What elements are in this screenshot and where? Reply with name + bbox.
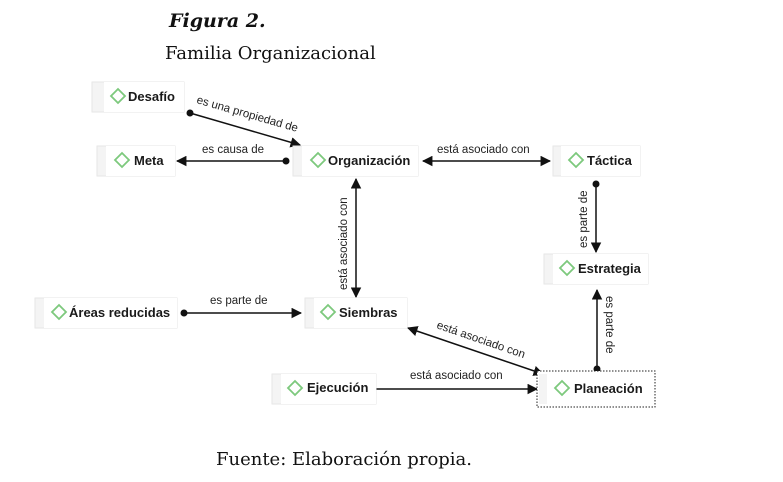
edge-label: es parte de (603, 296, 615, 354)
figure-number: Figura 2. (169, 10, 266, 32)
diamond-icon (50, 303, 68, 321)
edge-label: es una propiedad de (195, 94, 299, 134)
node-label: Siembras (339, 305, 398, 320)
edge-label: es parte de (578, 190, 590, 248)
edge-organizacion-meta: es causa de (175, 144, 290, 167)
diamond-icon (109, 87, 127, 105)
node-areas-reducidas[interactable]: Áreas reducidas (34, 297, 178, 329)
edge-organizacion-tactica: está asociado con (421, 144, 552, 167)
edge-desafio-organizacion: es una propiedad de (186, 94, 302, 148)
diamond-icon (113, 151, 131, 169)
node-estrategia[interactable]: Estrategia (543, 253, 649, 285)
figure-title: Familia Organizacional (165, 43, 376, 64)
diamond-icon (286, 379, 304, 397)
node-meta[interactable]: Meta (96, 145, 176, 177)
node-desafio[interactable]: Desafío (91, 81, 185, 113)
diamond-icon (319, 303, 337, 321)
node-ejecucion[interactable]: Ejecución (271, 373, 377, 405)
edge-tactica-estrategia: es parte de (578, 180, 602, 254)
diamond-icon (309, 151, 327, 169)
diamond-icon (553, 379, 571, 397)
node-label: Estrategia (578, 261, 642, 276)
node-tactica[interactable]: Táctica (552, 145, 641, 177)
edge-planeacion-estrategia: es parte de (591, 288, 615, 373)
edge-organizacion-siembras: está asociado con (338, 177, 362, 299)
edge-label: está asociado con (338, 197, 350, 290)
edge-label: está asociado con (435, 319, 527, 361)
diamond-icon (567, 151, 585, 169)
edge-label: está asociado con (437, 144, 530, 156)
edge-label: es parte de (210, 295, 268, 307)
diamond-icon (558, 259, 576, 277)
edge-areas-siembras: es parte de (180, 295, 303, 319)
edge-label: está asociado con (410, 370, 503, 382)
node-organizacion[interactable]: Organización (292, 145, 419, 177)
edge-planeacion-siembras: está asociado con (407, 319, 544, 376)
node-label: Planeación (574, 381, 643, 396)
node-label: Áreas reducidas (69, 305, 170, 320)
node-label: Táctica (587, 153, 633, 168)
figure-source: Fuente: Elaboración propia. (216, 449, 473, 470)
edge-ejecucion-planeacion: está asociado con (353, 370, 539, 395)
node-siembras[interactable]: Siembras (304, 297, 408, 329)
node-label: Desafío (128, 89, 175, 104)
node-label: Organización (328, 153, 410, 168)
node-planeacion[interactable]: Planeación (536, 370, 656, 408)
node-label: Ejecución (307, 380, 368, 395)
edge-label: es causa de (202, 144, 264, 156)
node-label: Meta (134, 153, 164, 168)
